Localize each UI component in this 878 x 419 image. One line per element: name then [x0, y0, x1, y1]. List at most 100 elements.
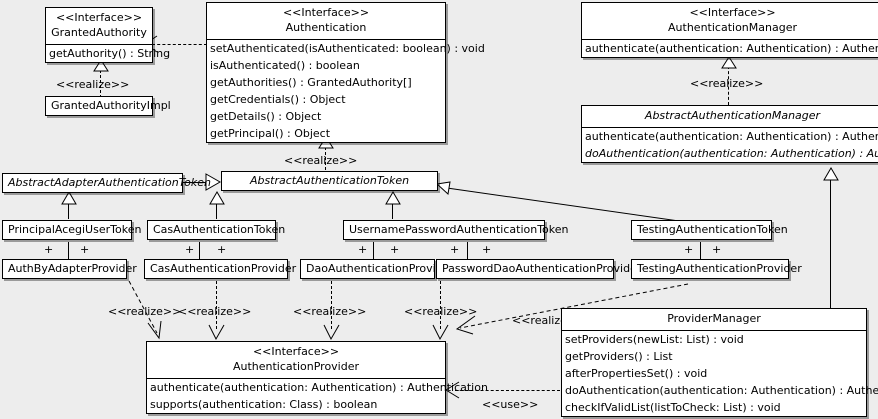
operation-row: doAuthentication(authentication: Authent…	[585, 147, 878, 160]
class-cas-authentication-token[interactable]: CasAuthenticationToken	[147, 220, 285, 240]
class-separator-authentication-provider	[147, 378, 445, 379]
generalization-line-testing-authentication-token	[435, 181, 701, 225]
class-dao-authentication-provider[interactable]: DaoAuthenticationProvider	[300, 259, 454, 279]
class-name-granted-authority: GrantedAuthority	[51, 26, 147, 39]
realize-line-auth-by-adapter-provider	[128, 280, 162, 340]
class-granted-authority-impl[interactable]: GrantedAuthorityImpl	[45, 96, 171, 116]
association-line-upwd-token-to-passworddao	[467, 242, 468, 260]
operation-row: getAuthority() : String	[49, 47, 171, 60]
realize-line-password-dao-authentication-provider	[440, 281, 441, 329]
class-name-authentication-provider: AuthenticationProvider	[232, 360, 360, 373]
class-testing-authentication-token[interactable]: TestingAuthenticationToken	[631, 220, 788, 240]
class-header-provider-manager: ProviderManager	[562, 309, 866, 330]
realize-label-dao-authentication-provider: <<realize>>	[293, 305, 367, 318]
realize-line-cas-authentication-provider	[216, 281, 217, 329]
association-line-principal-to-authbyadapter	[68, 242, 69, 260]
operation-row: setAuthenticated(isAuthenticated: boolea…	[210, 42, 485, 55]
class-provider-manager[interactable]: ProviderManager setProviders(newList: Li…	[561, 308, 878, 417]
class-name-provider-manager: ProviderManager	[667, 312, 761, 325]
class-auth-by-adapter-provider[interactable]: AuthByAdapterProvider	[2, 259, 137, 279]
realize-line-granted-authority-impl	[100, 70, 101, 98]
class-authentication-provider[interactable]: <<Interface>> AuthenticationProvider aut…	[146, 341, 488, 414]
class-name-authentication: Authentication	[285, 21, 367, 34]
realize-arrowhead-authentication-provider-dao	[323, 324, 340, 341]
stereotype-authentication: <<Interface>>	[282, 6, 370, 19]
association-line-testing-token-to-provider	[700, 242, 701, 260]
association-arrowhead-abstract-authentication-token	[205, 173, 222, 191]
operation-row: afterPropertiesSet() : void	[565, 367, 708, 380]
class-name-principal-acegi-user-token: PrincipalAcegiUserToken	[8, 223, 142, 236]
operation-row: getProviders() : List	[565, 350, 673, 363]
generalization-line-username-password-token	[392, 203, 393, 219]
realize-label-abstract-authentication-manager: <<realize>>	[690, 77, 764, 90]
realize-label-password-dao-authentication-provider: <<realize>>	[404, 305, 478, 318]
class-name-testing-authentication-token: TestingAuthenticationToken	[637, 223, 788, 236]
class-testing-authentication-provider[interactable]: TestingAuthenticationProvider	[631, 259, 802, 279]
class-password-dao-authentication-provider[interactable]: PasswordDaoAuthenticationProvider	[436, 259, 642, 279]
operation-row: supports(authentication: Class) : boolea…	[150, 398, 378, 411]
class-header-testing-authentication-token: TestingAuthenticationToken	[632, 221, 788, 239]
association-plus-testing-left: +	[684, 243, 694, 256]
class-principal-acegi-user-token[interactable]: PrincipalAcegiUserToken	[2, 220, 142, 240]
class-header-testing-authentication-provider: TestingAuthenticationProvider	[632, 260, 802, 278]
class-cas-authentication-provider[interactable]: CasAuthenticationProvider	[144, 259, 297, 279]
class-name-abstract-authentication-manager: AbstractAuthenticationManager	[644, 109, 821, 122]
class-name-password-dao-authentication-provider: PasswordDaoAuthenticationProvider	[442, 262, 642, 275]
association-plus-upwd-right1: +	[450, 243, 460, 256]
operations-authentication: setAuthenticated(isAuthenticated: boolea…	[207, 40, 485, 142]
realize-label-granted-authority-impl: <<realize>>	[56, 78, 130, 91]
generalization-line-provider-manager	[830, 180, 831, 308]
stereotype-granted-authority: <<Interface>>	[55, 11, 143, 24]
use-label-provider-manager: <<use>>	[482, 398, 539, 411]
class-name-authentication-manager: AuthenticationManager	[668, 21, 797, 34]
realize-line-abstract-authentication-manager	[728, 66, 729, 105]
class-header-username-password-authentication-token: UsernamePasswordAuthenticationToken	[344, 221, 569, 239]
association-plus-cas-right: +	[217, 243, 227, 256]
stereotype-authentication-manager: <<Interface>>	[689, 6, 776, 19]
class-abstract-authentication-token[interactable]: AbstractAuthenticationToken	[221, 171, 438, 191]
class-name-username-password-authentication-token: UsernamePasswordAuthenticationToken	[349, 223, 569, 236]
association-plus-upwd-mid: +	[390, 243, 400, 256]
association-plus-upwd-right2: +	[482, 243, 492, 256]
realize-line-dao-authentication-provider	[331, 281, 332, 329]
class-header-authentication: <<Interface>> Authentication	[207, 3, 445, 39]
use-line-authentication-granted-authority	[152, 44, 207, 45]
operations-authentication-provider: authenticate(authentication: Authenticat…	[147, 379, 488, 413]
class-username-password-authentication-token[interactable]: UsernamePasswordAuthenticationToken	[343, 220, 569, 240]
class-name-testing-authentication-provider: TestingAuthenticationProvider	[637, 262, 802, 275]
generalization-line-principal-acegi-user-token	[68, 203, 69, 219]
realize-arrowhead-authentication-provider-pwddao	[432, 324, 449, 341]
class-name-cas-authentication-provider: CasAuthenticationProvider	[150, 262, 297, 275]
class-header-dao-authentication-provider: DaoAuthenticationProvider	[301, 260, 454, 278]
class-separator-authentication-manager	[582, 39, 878, 40]
class-abstract-authentication-manager[interactable]: AbstractAuthenticationManager authentica…	[581, 105, 878, 163]
realize-arrowhead-authentication-manager	[721, 56, 737, 69]
operations-provider-manager: setProviders(newList: List) : void getPr…	[562, 331, 878, 416]
generalization-arrowhead-adapter-token	[61, 191, 77, 205]
class-authentication[interactable]: <<Interface>> Authentication setAuthenti…	[206, 2, 485, 143]
class-authentication-manager[interactable]: <<Interface>> AuthenticationManager auth…	[581, 2, 878, 58]
realize-arrowhead-granted-authority	[93, 59, 109, 72]
class-header-authentication-manager: <<Interface>> AuthenticationManager	[582, 3, 878, 39]
class-granted-authority[interactable]: <<Interface>> GrantedAuthority getAuthor…	[45, 7, 171, 63]
class-header-abstract-authentication-token: AbstractAuthenticationToken	[222, 172, 437, 190]
operation-row: authenticate(authentication: Authenticat…	[585, 130, 878, 143]
association-plus-principal-right: +	[80, 243, 90, 256]
class-abstract-adapter-authentication-token[interactable]: AbstractAdapterAuthenticationToken	[2, 173, 211, 193]
realize-label-auth-by-adapter-provider: <<realize>>	[108, 305, 182, 318]
class-header-granted-authority: <<Interface>> GrantedAuthority	[46, 8, 152, 44]
association-plus-cas-left: +	[185, 243, 195, 256]
operation-row: getDetails() : Object	[210, 110, 322, 123]
stereotype-authentication-provider: <<Interface>>	[252, 345, 340, 358]
operation-row: authenticate(authentication: Authenticat…	[150, 381, 488, 394]
class-header-authentication-provider: <<Interface>> AuthenticationProvider	[147, 342, 445, 378]
operation-row: authenticate(authentication: Authenticat…	[585, 42, 878, 55]
operation-row: setProviders(newList: List) : void	[565, 333, 744, 346]
operations-abstract-authentication-manager: authenticate(authentication: Authenticat…	[582, 128, 878, 162]
class-name-abstract-adapter-authentication-token: AbstractAdapterAuthenticationToken	[8, 176, 211, 189]
operation-row: isAuthenticated() : boolean	[210, 59, 360, 72]
class-separator-abstract-authentication-manager	[582, 127, 878, 128]
association-line-adapter-token	[182, 182, 212, 183]
generalization-arrowhead-abstract-authentication-manager	[823, 167, 839, 181]
